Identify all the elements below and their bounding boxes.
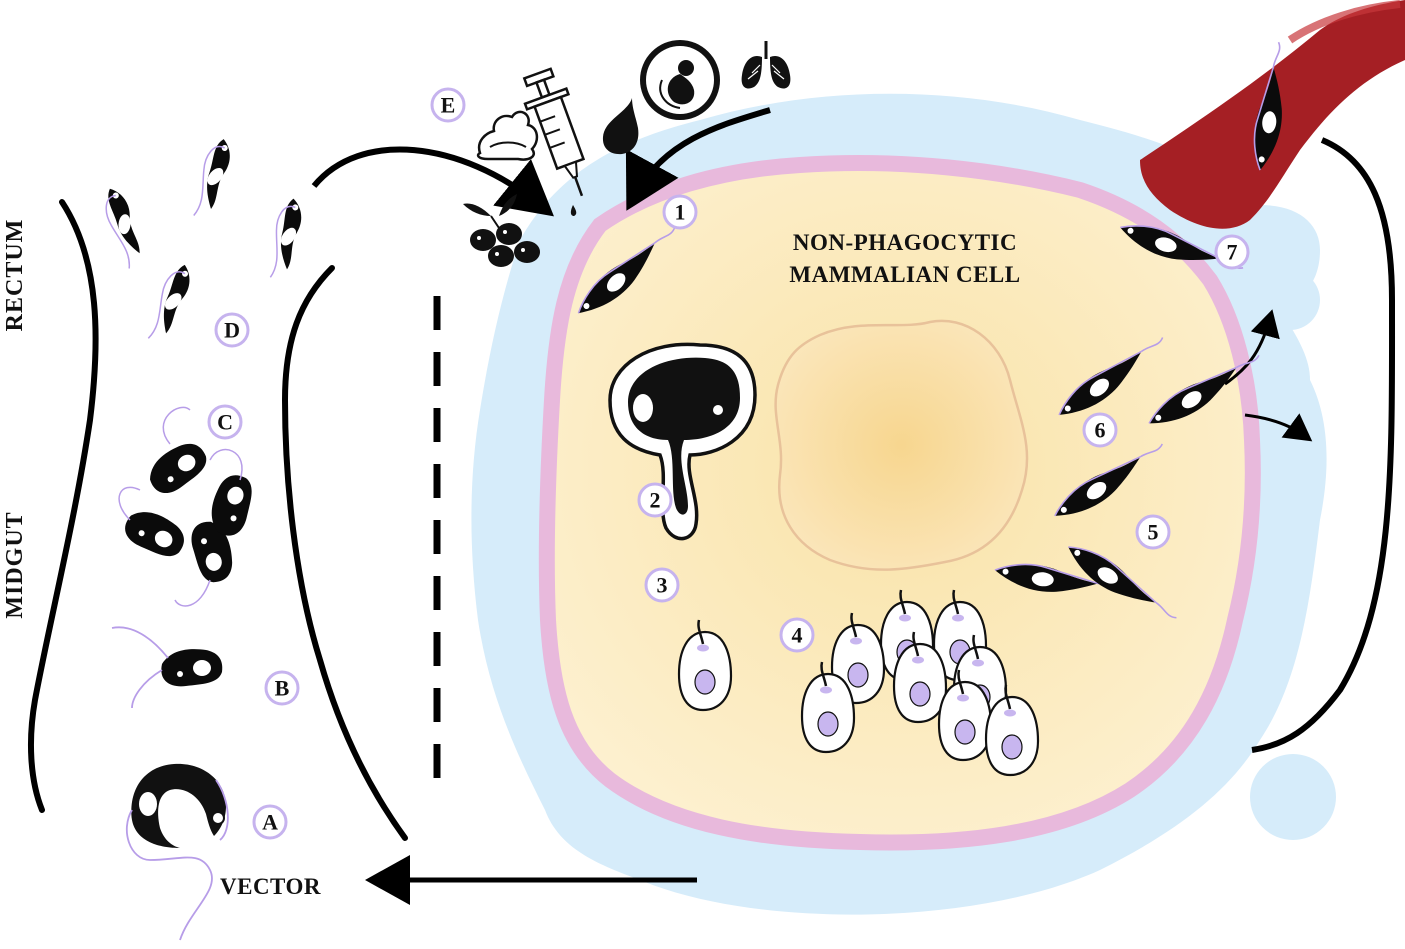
syringe-icon bbox=[522, 67, 586, 197]
svg-text:2: 2 bbox=[650, 488, 661, 513]
marker-e: E bbox=[430, 87, 466, 123]
lungs-icon bbox=[741, 41, 791, 89]
extracellular-bubble bbox=[1250, 754, 1336, 840]
marker-3: 3 bbox=[644, 567, 680, 603]
cycle-arrows bbox=[311, 107, 1396, 905]
arrow-release-up bbox=[1224, 309, 1280, 386]
stage-2-vacuole bbox=[608, 342, 757, 541]
svg-text:1: 1 bbox=[675, 200, 686, 225]
marker-4: 4 bbox=[779, 617, 815, 653]
svg-text:7: 7 bbox=[1227, 240, 1238, 265]
cell-title-line1: NON-PHAGOCYTIC bbox=[793, 230, 1017, 255]
svg-text:D: D bbox=[224, 318, 240, 343]
stage-b-parasite bbox=[111, 626, 223, 709]
midgut-label: MIDGUT bbox=[2, 511, 28, 618]
host-nucleus bbox=[774, 319, 1029, 571]
olive-fruit-icon bbox=[463, 194, 540, 267]
gut-wall-left bbox=[27, 199, 99, 813]
marker-7: 7 bbox=[1214, 234, 1250, 270]
vector-label: VECTOR bbox=[220, 874, 321, 899]
marker-5: 5 bbox=[1135, 514, 1171, 550]
blood-drop-icon bbox=[602, 98, 639, 155]
svg-text:E: E bbox=[441, 93, 456, 118]
marker-2: 2 bbox=[637, 482, 673, 518]
arrow-vector-to-routes bbox=[311, 146, 554, 217]
stage-a-parasite bbox=[125, 763, 229, 941]
marker-d: D bbox=[214, 312, 250, 348]
gut-wall-right bbox=[281, 265, 408, 841]
marker-a: A bbox=[252, 804, 288, 840]
cell-title-line2: MAMMALIAN CELL bbox=[789, 262, 1020, 287]
svg-text:6: 6 bbox=[1095, 418, 1106, 443]
arrow-routes-to-cell bbox=[625, 107, 771, 211]
transmission-routes bbox=[463, 40, 791, 267]
stage-d-parasites bbox=[99, 135, 308, 346]
marker-b: B bbox=[264, 670, 300, 706]
marker-c: C bbox=[207, 404, 243, 440]
vector-gut bbox=[27, 199, 441, 841]
svg-text:A: A bbox=[262, 810, 278, 835]
marker-6: 6 bbox=[1082, 412, 1118, 448]
fetus-icon bbox=[640, 40, 720, 120]
svg-text:3: 3 bbox=[657, 573, 668, 598]
svg-text:B: B bbox=[275, 676, 290, 701]
arrow-blood-to-cell bbox=[1251, 137, 1396, 753]
svg-text:4: 4 bbox=[792, 623, 803, 648]
svg-text:5: 5 bbox=[1148, 520, 1159, 545]
stage-c-parasites bbox=[118, 406, 260, 607]
marker-1: 1 bbox=[662, 194, 698, 230]
cream-icon bbox=[476, 110, 539, 161]
svg-text:C: C bbox=[217, 410, 233, 435]
arrow-release-right bbox=[1244, 413, 1313, 442]
rectum-label: RECTUM bbox=[2, 219, 28, 332]
